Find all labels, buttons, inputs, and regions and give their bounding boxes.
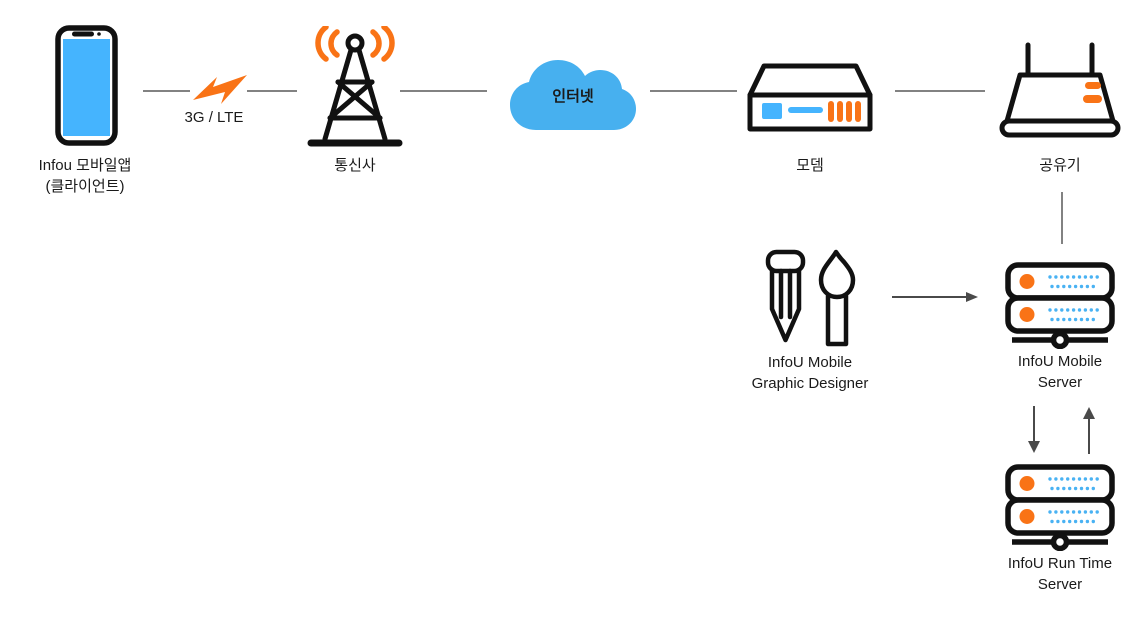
router-icon bbox=[995, 38, 1125, 138]
modem-icon bbox=[747, 61, 873, 133]
phone-label-line2: (클라이언트) bbox=[45, 178, 125, 195]
tower-label: 통신사 bbox=[334, 157, 376, 174]
mobile-server-label: InfoU Mobile Server bbox=[990, 351, 1130, 393]
arrow-up-icon bbox=[1083, 407, 1095, 454]
brush-icon bbox=[818, 249, 856, 300]
phone-label: Infou 모바일앱 (클라이언트) bbox=[15, 155, 155, 197]
connector-phone-tower-left bbox=[143, 90, 190, 92]
pencil-icon bbox=[765, 249, 806, 274]
arrow-down-icon bbox=[1028, 406, 1040, 453]
connector-router-server bbox=[1061, 192, 1063, 244]
connector-modem-router bbox=[895, 90, 985, 92]
connector-tower-cloud bbox=[400, 90, 487, 92]
pencil-brush-icon bbox=[764, 249, 856, 347]
smartphone-icon bbox=[55, 25, 118, 146]
arrows-server-sync bbox=[1022, 406, 1098, 454]
lightning-icon bbox=[191, 74, 249, 106]
runtime-server-label-line1: InfoU Run Time bbox=[1007, 555, 1113, 572]
connector-cloud-modem bbox=[650, 90, 737, 92]
designer-label: InfoU Mobile Graphic Designer bbox=[735, 352, 885, 394]
modem-label: 모뎀 bbox=[796, 157, 824, 174]
designer-label-line2: Graphic Designer bbox=[751, 375, 869, 392]
connector-phone-tower-right bbox=[247, 90, 297, 92]
runtime-server-label-line2: Server bbox=[1037, 576, 1083, 593]
server-icon-runtime bbox=[1004, 463, 1116, 551]
runtime-server-label: InfoU Run Time Server bbox=[985, 553, 1135, 595]
phone-label-line1: Infou 모바일앱 bbox=[38, 157, 132, 174]
cellular-link-label: 3G / LTE bbox=[184, 109, 244, 126]
cell-tower-icon bbox=[307, 26, 403, 148]
mobile-server-label-line2: Server bbox=[1037, 374, 1083, 391]
router-label: 공유기 bbox=[1039, 157, 1081, 174]
designer-label-line1: InfoU Mobile bbox=[767, 354, 853, 371]
cloud-icon bbox=[508, 56, 638, 134]
server-icon-mobile bbox=[1004, 261, 1116, 349]
mobile-server-label-line1: InfoU Mobile bbox=[1017, 353, 1103, 370]
cloud-label: 인터넷 bbox=[552, 88, 594, 105]
arrow-designer-to-server bbox=[890, 290, 980, 304]
